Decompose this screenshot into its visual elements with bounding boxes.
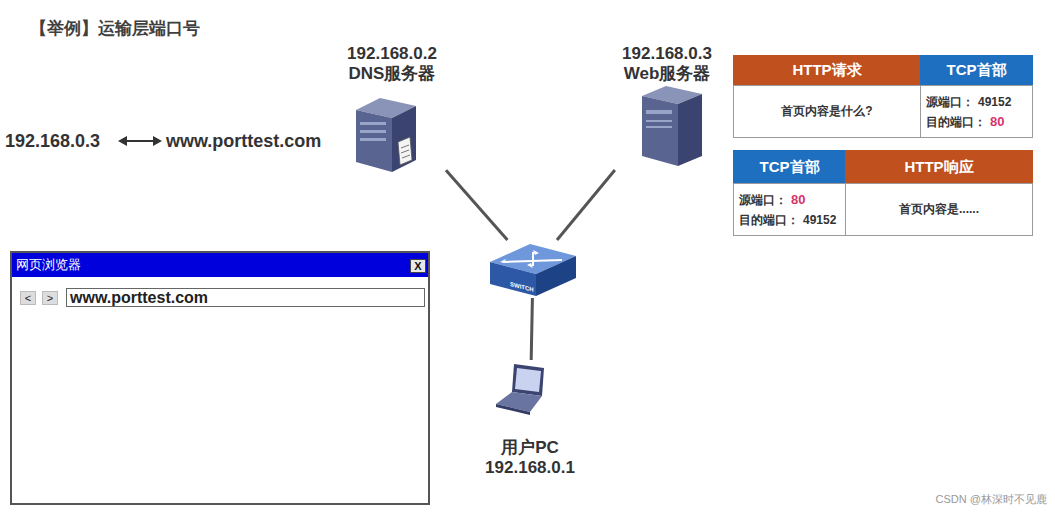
body-cell: 首页内容是什么? [733, 85, 921, 138]
port-name: 目的端口： [926, 112, 986, 132]
ip-label: 192.168.0.3 [5, 131, 100, 152]
node-label: 192.168.0.1 [485, 458, 575, 478]
close-button: X [410, 259, 426, 273]
window-title: 网页浏览器 [16, 256, 81, 274]
web-server: 192.168.0.3Web服务器 [614, 44, 720, 170]
node-label: 用户PC [501, 438, 559, 458]
port-number: 49152 [803, 210, 836, 230]
header-cell: TCP首部 [733, 150, 846, 184]
port-line: 目的端口：80 [926, 112, 1004, 132]
port-number: 80 [990, 112, 1004, 132]
header-text: TCP首部 [760, 158, 820, 177]
browser-window: 网页浏览器 X < > www.porttest.com [10, 251, 430, 505]
node-label: 192.168.0.3 [622, 44, 712, 64]
nav-symbol: > [47, 292, 53, 304]
switch-text: SWITCH [510, 281, 534, 293]
watermark: CSDN @林深时不见鹿 [936, 492, 1047, 507]
cell-text: 首页内容是什么? [781, 103, 872, 120]
address-bar: www.porttest.com [66, 288, 425, 307]
port-cell: 源端口：80目的端口：49152 [733, 183, 846, 236]
header-cell: TCP首部 [920, 55, 1033, 86]
port-name: 目的端口： [739, 210, 799, 230]
port-cell: 源端口：49152目的端口：80 [920, 85, 1033, 138]
body-cell: 首页内容是...... [845, 183, 1033, 236]
node-label: DNS服务器 [349, 64, 436, 84]
double-arrow [118, 136, 162, 146]
header-cell: HTTP请求 [733, 55, 921, 86]
network-switch: SWITCH [488, 240, 578, 298]
port-name: 源端口： [926, 92, 974, 112]
title-bar: 网页浏览器 [12, 253, 428, 277]
url-text: www.porttest.com [70, 289, 208, 306]
header-cell: HTTP响应 [845, 150, 1033, 184]
port-line: 源端口：80 [739, 190, 805, 210]
node-label: 192.168.0.2 [347, 44, 437, 64]
header-text: TCP首部 [947, 61, 1007, 80]
user-pc: 用户PC192.168.0.1 [468, 360, 592, 478]
port-line: 源端口：49152 [926, 92, 1011, 112]
network-cable [557, 170, 615, 240]
port-line: 目的端口：49152 [739, 210, 836, 230]
nav-symbol: < [25, 292, 31, 304]
back-button: < [20, 291, 36, 305]
dns-server: 192.168.0.2DNS服务器 [338, 44, 446, 174]
network-cable [531, 298, 532, 360]
forward-button: > [42, 291, 58, 305]
switch-icon [490, 244, 576, 296]
header-text: HTTP响应 [904, 158, 973, 177]
diagram-title: 【举例】运输层端口号 [30, 17, 200, 40]
port-name: 源端口： [739, 190, 787, 210]
web-server-icon [642, 86, 702, 166]
domain-label: www.porttest.com [166, 131, 321, 152]
header-text: HTTP请求 [792, 61, 861, 80]
port-number: 80 [791, 190, 805, 210]
cell-text: 首页内容是...... [899, 201, 979, 218]
laptop-icon [496, 364, 544, 415]
dns-server-icon [356, 98, 416, 172]
network-cable [446, 170, 507, 240]
port-number: 49152 [978, 92, 1011, 112]
node-label: Web服务器 [624, 64, 711, 84]
close-x: X [414, 260, 421, 272]
